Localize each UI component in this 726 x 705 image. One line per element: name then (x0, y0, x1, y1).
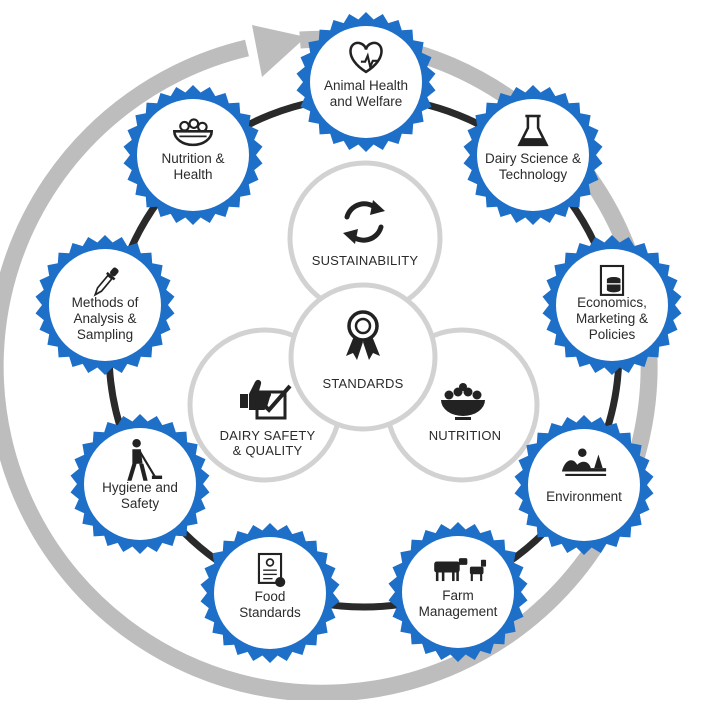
badge-face (556, 249, 668, 361)
badge-4 (388, 522, 528, 662)
badge-7 (35, 235, 175, 375)
recycle-arrows-icon (343, 200, 385, 244)
badge-2 (542, 235, 682, 375)
badge-label-2: Economics,Marketing &Policies (547, 295, 677, 343)
badge-5 (200, 523, 340, 663)
award-ribbon-icon (346, 310, 380, 360)
cleaning-person-icon (127, 439, 163, 481)
badge-0 (296, 12, 436, 152)
inner-label-dairy-safety-line-1: DAIRY SAFETY (219, 428, 316, 443)
inner-label-dairy-safety: DAIRY SAFETY & QUALITY (195, 428, 340, 459)
inner-circle-standards (288, 282, 438, 432)
badge-label-line: Hygiene and (102, 480, 178, 495)
outer-badges (35, 12, 682, 663)
badge-label-line: Safety (120, 495, 160, 511)
badge-6 (70, 414, 210, 554)
thumbs-up-checklist-icon (240, 379, 292, 420)
badge-label-line: Economics, (577, 295, 647, 310)
badge-label-line: Standards (239, 604, 301, 620)
cow-goat-icon (434, 558, 487, 582)
badge-label-line: Health (173, 166, 213, 182)
grain-bowl-icon (441, 383, 485, 420)
badge-label-line: Dairy Science & (484, 151, 582, 166)
badge-face (214, 537, 326, 649)
badge-face (528, 429, 640, 541)
badge-label-line: Management (418, 603, 498, 619)
badge-label-3: Environment (519, 489, 649, 505)
badge-label-line: Policies (588, 326, 636, 342)
badge-label-line: Sampling (76, 326, 134, 342)
badge-label-line: Methods of (71, 295, 139, 310)
badge-label-1: Dairy Science &Technology (468, 151, 598, 183)
inner-label-standards: STANDARDS (322, 376, 404, 391)
badge-face (477, 99, 589, 211)
badge-label-line: Animal Health (323, 78, 409, 93)
landscape-icon (561, 448, 607, 476)
cycle-arrowhead (252, 25, 306, 77)
badge-label-8: Nutrition &Health (128, 151, 258, 183)
heart-pulse-icon (349, 41, 383, 74)
coin-stack-icon (599, 264, 625, 296)
badge-face (137, 99, 249, 211)
inner-label-dairy-safety-line-2: & QUALITY (232, 443, 303, 459)
inner-label-nutrition: NUTRITION (428, 428, 502, 443)
badge-label-line: Environment (546, 489, 622, 504)
badge-face (49, 249, 161, 361)
badge-face (84, 428, 196, 540)
badge-label-line: Technology (498, 166, 568, 182)
badge-3 (514, 415, 654, 555)
food-bowl-icon (173, 118, 213, 147)
badge-label-line: Farm (442, 588, 474, 603)
certificate-icon (257, 552, 286, 588)
badge-label-line: Marketing & (575, 310, 649, 326)
badge-label-line: Food (254, 589, 286, 604)
badge-1 (463, 85, 603, 225)
badge-label-line: Nutrition & (161, 151, 225, 166)
flask-icon (517, 114, 549, 147)
badge-8 (123, 85, 263, 225)
badge-label-line: Analysis & (73, 310, 137, 326)
badge-face (310, 26, 422, 138)
dropper-icon (93, 267, 119, 297)
inner-label-sustainability: SUSTAINABILITY (311, 253, 419, 268)
badge-label-line: and Welfare (329, 93, 403, 109)
